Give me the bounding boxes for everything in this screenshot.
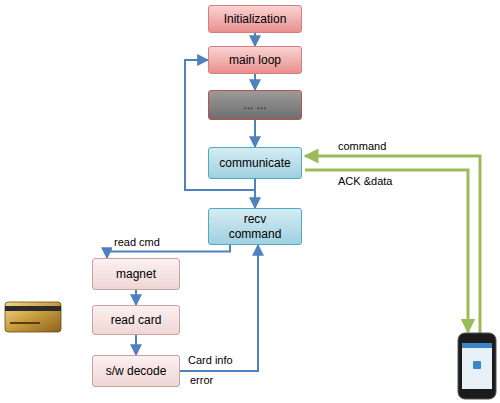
node-text: recv command <box>225 212 285 241</box>
flow-arrow <box>135 290 137 305</box>
start-box: Initialization <box>208 5 302 33</box>
process-box: main loop <box>208 46 302 74</box>
flow-arrow <box>254 33 256 46</box>
placeholder-box: ... ... <box>208 90 302 120</box>
edge-label: Card info <box>186 354 235 367</box>
flow-arrow <box>135 335 137 355</box>
signal-label: ACK &data <box>336 175 394 188</box>
process-box: recv command <box>208 208 302 245</box>
node-text: ... ... <box>243 98 266 112</box>
card-body <box>5 302 61 332</box>
edge-label: read cmd <box>112 236 162 249</box>
node-text: main loop <box>229 53 281 67</box>
phone-bar <box>462 343 492 348</box>
flow-arrow <box>180 245 258 371</box>
node-text: magnet <box>116 267 156 281</box>
process-box: read card <box>92 305 180 335</box>
phone-screen <box>462 343 492 389</box>
phone-icon <box>473 361 481 369</box>
phone-body <box>458 333 496 399</box>
signal-label: command <box>336 140 388 153</box>
command-line <box>305 156 480 333</box>
ack-line <box>305 170 468 332</box>
phone-illustration <box>458 333 496 399</box>
node-text: Initialization <box>224 12 287 26</box>
process-box: communicate <box>208 147 302 179</box>
magnetic-stripe <box>5 306 61 311</box>
node-text: read card <box>111 313 162 327</box>
node-text: communicate <box>219 156 290 170</box>
card-illustration <box>5 302 61 332</box>
signal-label: error <box>188 374 215 387</box>
process-box: s/w decode <box>92 355 180 387</box>
flow-arrow <box>254 120 256 147</box>
process-box: magnet <box>92 258 180 290</box>
node-text: s/w decode <box>106 364 167 378</box>
flow-arrow <box>254 74 256 90</box>
card-line <box>10 322 40 324</box>
